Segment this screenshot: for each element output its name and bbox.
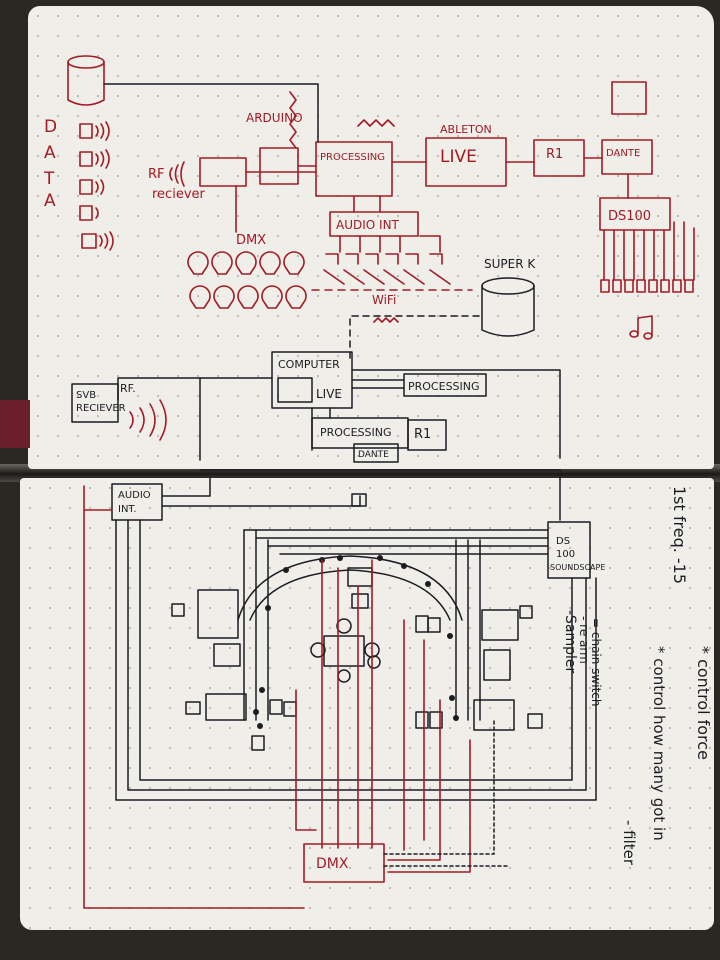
dante-small-box	[353, 443, 399, 463]
music-note-icon	[629, 315, 653, 340]
svb-wire	[117, 377, 201, 461]
mic-switch-row	[323, 235, 451, 285]
ds100-label: DS100	[608, 209, 651, 224]
database-wire	[103, 83, 319, 143]
dmx-top-label: DMX	[236, 233, 266, 248]
stage-devices	[171, 493, 543, 751]
svg-text:T: T	[43, 169, 55, 189]
notes-sampler-group: -Sampler	[562, 610, 578, 674]
dmx-bottom-label: DMX	[316, 856, 349, 872]
ableton-live-label: LIVE	[440, 147, 477, 167]
rf-label: RF.	[120, 382, 136, 395]
arc-rail-outer	[237, 555, 463, 621]
notes-re-arm: - re arm	[577, 616, 591, 664]
dmx-bottom-box	[303, 843, 385, 883]
unlabeled-box	[611, 81, 647, 115]
dante-label: DANTE	[606, 148, 640, 159]
notes-freq-group: 1st freq. -15	[670, 486, 689, 584]
computer-label: COMPUTER	[278, 358, 340, 371]
computer-processing-box	[403, 373, 487, 397]
database-cylinder	[67, 55, 105, 106]
scribble-mark	[357, 119, 395, 127]
wifi-squiggle	[373, 317, 399, 323]
ds100-box	[599, 197, 671, 231]
data-label: D A T A	[43, 117, 57, 211]
processing-box	[315, 141, 393, 197]
svg-text:A: A	[44, 143, 56, 163]
wifi-label: WiFi	[372, 293, 396, 307]
r1-small-box	[407, 419, 447, 451]
processing-r1-wires	[311, 407, 331, 451]
svg-text:A: A	[44, 191, 56, 211]
chain-wires	[391, 157, 629, 199]
computer-live-label: LIVE	[316, 387, 342, 401]
computer-live-box	[277, 377, 313, 403]
processing-label: PROCESSING	[320, 152, 385, 163]
dante-box	[601, 139, 653, 175]
notes-chain-group: = chain switch	[589, 618, 603, 707]
sensor-icons	[79, 121, 114, 251]
dante-small-label: DANTE	[358, 450, 389, 460]
notes-control-force-group: * control force	[694, 646, 713, 760]
svb-label-line2: RECIEVER	[76, 403, 126, 414]
outer-red-loop	[83, 485, 305, 909]
outer-black-loops	[115, 519, 597, 801]
notebook-page-top	[28, 6, 714, 469]
audio-int-box	[329, 211, 419, 237]
audio-int-bottom-line1: AUDIO	[118, 490, 151, 501]
svg-text:D: D	[44, 117, 57, 137]
speaker-array	[600, 221, 695, 293]
soundscape-label: SOUNDSCAPE	[550, 563, 605, 572]
bookmark-ribbon	[0, 400, 30, 448]
notes-control-force: * control force	[694, 646, 713, 760]
svb-receiver-box	[71, 383, 119, 423]
super-k-cylinder	[481, 277, 535, 337]
processing-wires	[235, 165, 381, 233]
ds100-bottom-line2: 100	[556, 549, 575, 560]
rf-receiver-box	[199, 157, 247, 187]
rf-receiver-sub-label: reciever	[152, 187, 206, 202]
arc-rail-inner	[249, 569, 451, 621]
notes-filter-group: - filter	[620, 820, 638, 866]
arduino-resistor	[289, 91, 297, 149]
dmx-lights	[187, 251, 307, 309]
rf-waves-icon	[169, 161, 185, 187]
notes-sampler: -Sampler	[562, 610, 578, 674]
ableton-label: ABLETON	[440, 123, 492, 136]
stage-nodes	[253, 555, 459, 729]
wifi-link-dashed	[349, 315, 481, 359]
notes-control-many-group: * control how many got in	[650, 646, 668, 841]
notes-control-many: * control how many got in	[650, 646, 668, 841]
vertical-rails	[243, 529, 481, 721]
notes-chain: = chain switch	[589, 618, 603, 707]
arduino-box	[259, 147, 299, 185]
arduino-label: ARDUINO	[246, 111, 303, 125]
notes-filter: - filter	[620, 820, 638, 866]
computer-processing-label: PROCESSING	[408, 380, 480, 393]
super-k-label: SUPER K	[484, 257, 536, 271]
dmx-wires	[295, 559, 471, 873]
ds100-bottom-line1: DS	[556, 536, 570, 547]
computer-wires	[199, 369, 561, 459]
r1-small-label: R1	[414, 427, 431, 442]
audio-int-bottom-box	[111, 483, 163, 521]
horizontal-rails	[243, 529, 549, 555]
top-link-wires	[161, 469, 561, 521]
r1-label: R1	[546, 147, 563, 162]
notes-re-arm-group: - re arm	[577, 616, 591, 664]
notes-freq: 1st freq. -15	[670, 486, 689, 584]
rf-receiver-label: RF	[148, 167, 165, 182]
dmx-side-wires	[383, 719, 509, 867]
ds100-bottom-box	[547, 521, 591, 579]
svb-label-line1: SVB	[76, 390, 96, 401]
audio-int-label: AUDIO INT	[336, 218, 400, 232]
processing-r1-label: PROCESSING	[320, 426, 392, 439]
audio-int-bottom-line2: INT.	[118, 504, 137, 515]
rf-waves-lower-icon	[129, 399, 167, 441]
